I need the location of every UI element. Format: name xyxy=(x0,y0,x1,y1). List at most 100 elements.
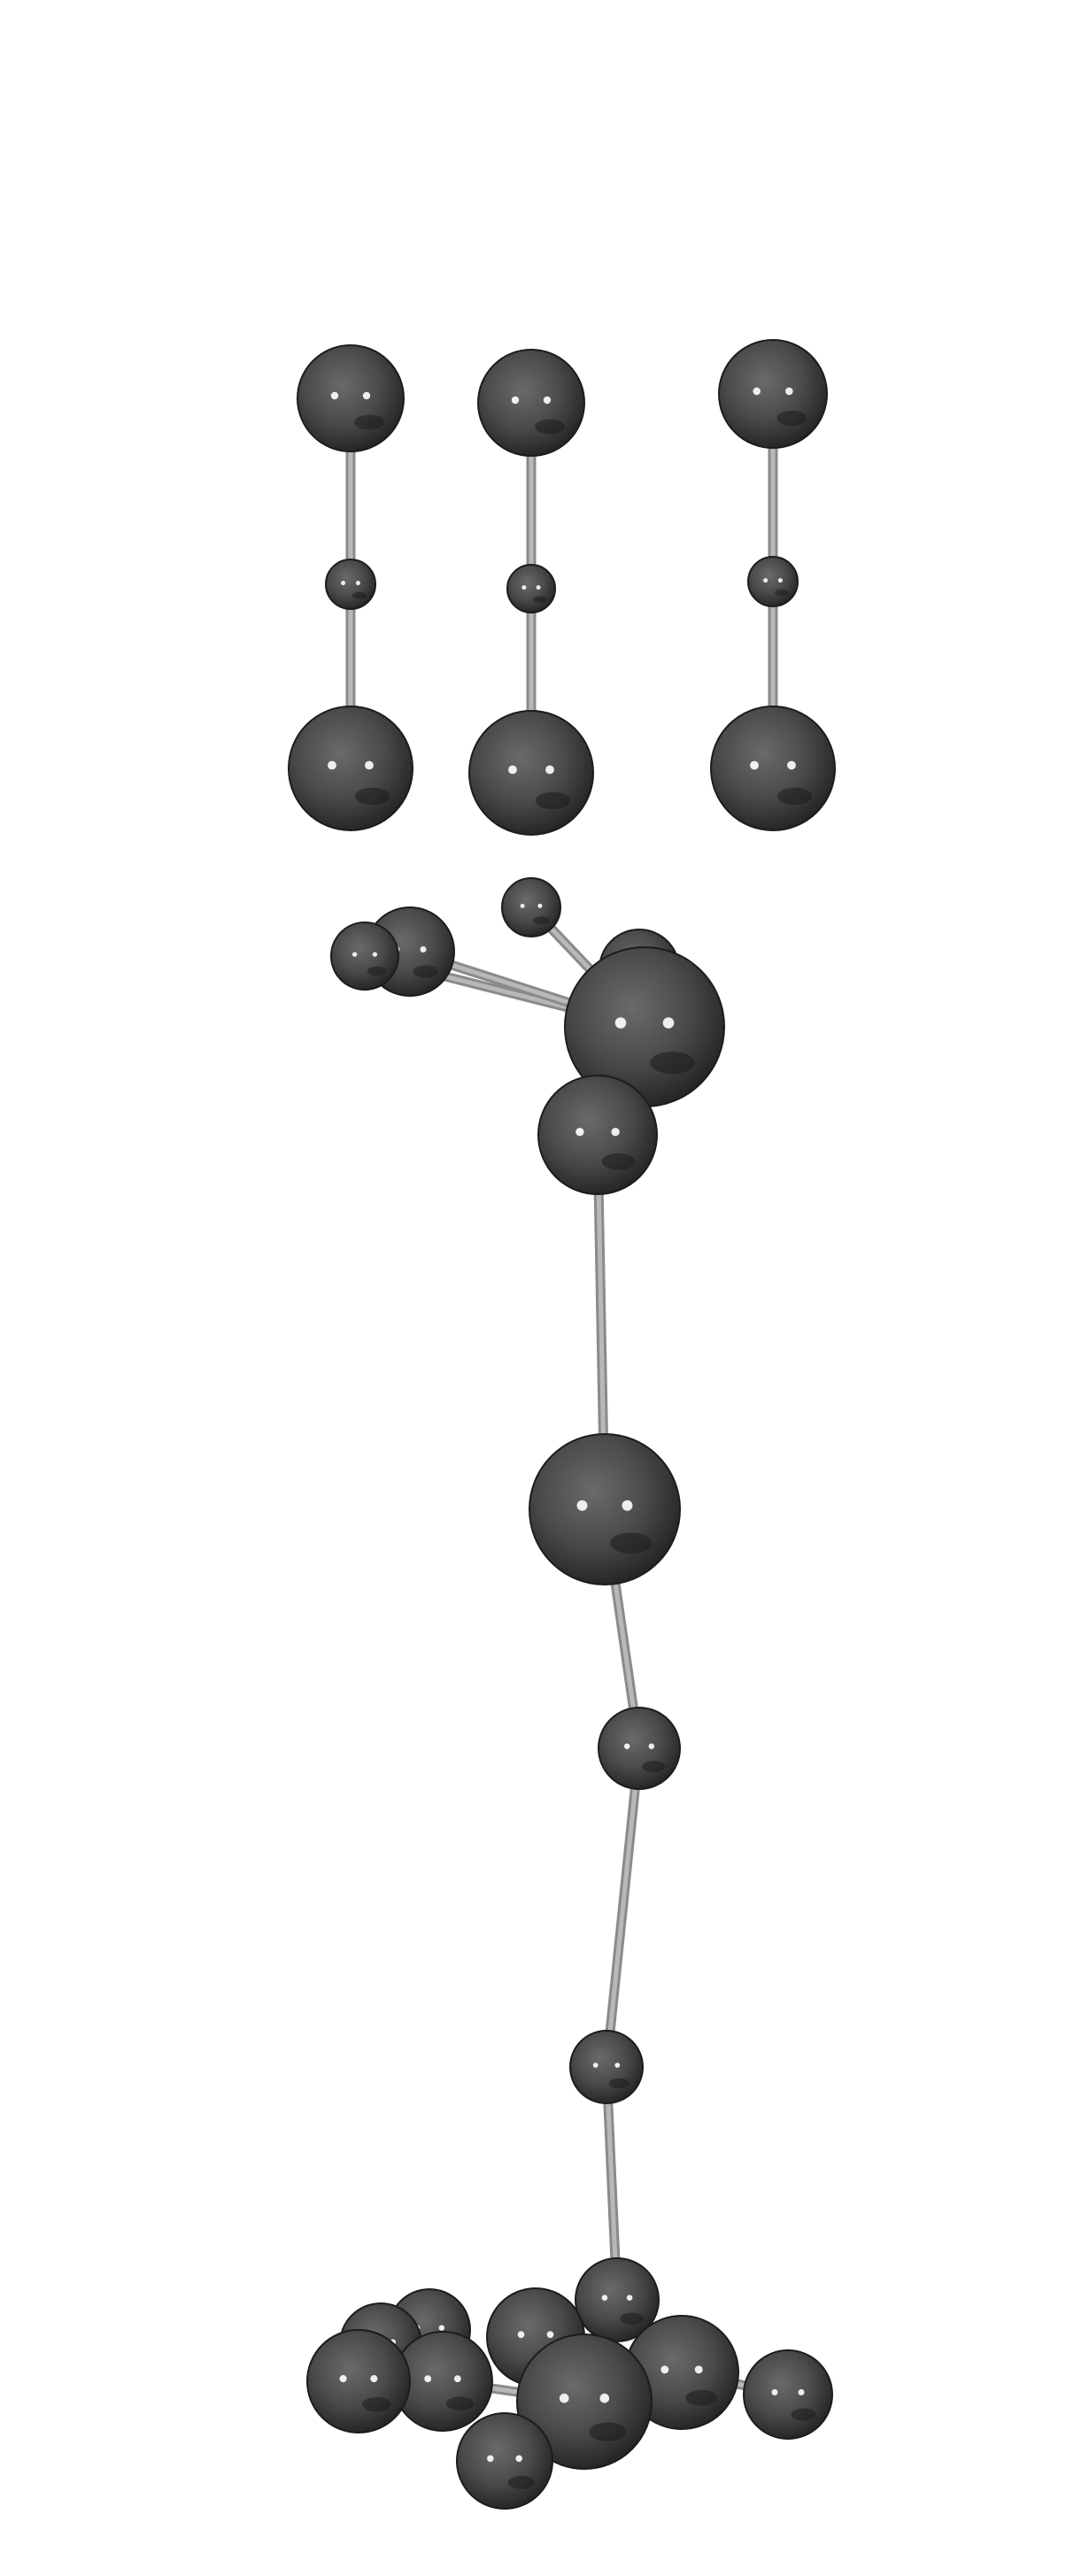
atom-t1 xyxy=(306,2329,411,2433)
atom-layer xyxy=(288,339,836,2510)
atom-highlight-1 xyxy=(753,387,761,396)
atom-h5 xyxy=(537,1075,658,1195)
atom-shadow-spot xyxy=(791,2408,816,2421)
atom-sphere xyxy=(288,706,413,831)
atom-highlight-1 xyxy=(660,2365,669,2374)
atom-highlight-2 xyxy=(622,1500,633,1511)
atom-a1 xyxy=(297,344,405,452)
bond-highlight-s2-s3 xyxy=(604,1746,642,2070)
atom-shadow-spot xyxy=(413,965,438,978)
atom-shadow-spot xyxy=(685,2389,718,2406)
atom-highlight-2 xyxy=(546,2331,554,2339)
atom-sphere xyxy=(325,559,376,610)
atom-highlight-1 xyxy=(559,2393,569,2403)
atom-h4 xyxy=(501,877,561,937)
atom-highlight-2 xyxy=(626,2294,633,2301)
atom-highlight-1 xyxy=(511,396,520,405)
atom-b3 xyxy=(468,710,594,836)
atom-shadow-spot xyxy=(354,414,384,430)
atom-sphere xyxy=(718,339,828,449)
atom-sphere xyxy=(306,2329,411,2433)
atom-highlight-2 xyxy=(370,2375,378,2383)
atom-shadow-spot xyxy=(608,2078,629,2089)
atom-highlight-1 xyxy=(508,765,517,775)
atom-highlight-2 xyxy=(614,2063,621,2068)
atom-shadow-spot xyxy=(445,2396,475,2411)
bond-layer xyxy=(345,389,793,2466)
atom-s1 xyxy=(529,1433,681,1585)
atom-highlight-2 xyxy=(785,387,793,396)
atom-highlight-2 xyxy=(543,396,552,405)
atom-sphere xyxy=(537,1075,658,1195)
atom-t0 xyxy=(575,2257,660,2342)
atom-highlight-1 xyxy=(341,581,346,586)
atom-highlight-2 xyxy=(599,2393,610,2403)
atom-shadow-spot xyxy=(620,2312,644,2325)
atom-shadow-spot xyxy=(367,966,386,976)
atom-highlight-1 xyxy=(328,760,336,770)
atom-highlight-1 xyxy=(592,2063,599,2068)
atom-shadow-spot xyxy=(589,2422,627,2441)
atom-highlight-2 xyxy=(365,760,374,770)
atom-a3 xyxy=(288,706,413,831)
atom-shadow-spot xyxy=(362,2396,391,2412)
atom-sphere xyxy=(747,556,799,607)
atom-highlight-1 xyxy=(330,391,339,400)
atom-shadow-spot xyxy=(642,1761,665,1773)
atom-highlight-2 xyxy=(787,760,796,770)
atom-highlight-2 xyxy=(694,2365,703,2374)
atom-shadow-spot xyxy=(535,419,565,435)
atom-highlight-2 xyxy=(372,952,378,957)
atom-shadow-spot xyxy=(776,787,813,806)
atom-c3 xyxy=(710,706,836,831)
atom-highlight-2 xyxy=(798,2389,805,2395)
atom-shadow-spot xyxy=(354,787,390,806)
atom-highlight-1 xyxy=(763,578,768,583)
atom-h1 xyxy=(330,922,399,991)
atom-highlight-2 xyxy=(536,585,541,590)
atom-highlight-1 xyxy=(601,2294,608,2301)
atom-shadow-spot xyxy=(650,1051,695,1075)
atom-sphere xyxy=(468,710,594,836)
atom-sphere xyxy=(477,349,585,457)
atom-highlight-2 xyxy=(662,1017,675,1029)
atom-highlight-1 xyxy=(623,1743,630,1749)
atom-shadow-spot xyxy=(532,596,547,603)
atom-shadow-spot xyxy=(774,589,789,597)
atom-c1 xyxy=(718,339,828,449)
atom-a2 xyxy=(325,559,376,610)
atom-sphere xyxy=(743,2349,833,2440)
atom-highlight-2 xyxy=(420,946,427,953)
atom-s2 xyxy=(598,1707,681,1790)
atom-b2 xyxy=(506,564,556,613)
atom-highlight-1 xyxy=(351,952,358,957)
atom-highlight-2 xyxy=(537,903,543,908)
atom-highlight-1 xyxy=(517,2331,525,2339)
atom-h3 xyxy=(564,946,725,1107)
atom-sphere xyxy=(569,2030,644,2104)
atom-highlight-1 xyxy=(424,2375,432,2383)
atom-highlight-1 xyxy=(614,1017,627,1029)
atom-b1 xyxy=(477,349,585,457)
atom-t8 xyxy=(743,2349,833,2440)
atom-highlight-2 xyxy=(611,1127,620,1137)
atom-sphere xyxy=(598,1707,681,1790)
atom-sphere xyxy=(710,706,836,831)
atom-shadow-spot xyxy=(609,1532,653,1554)
atom-highlight-1 xyxy=(339,2375,347,2383)
atom-highlight-1 xyxy=(750,760,759,770)
atom-sphere xyxy=(506,564,556,613)
atom-c2 xyxy=(747,556,799,607)
atom-shadow-spot xyxy=(601,1153,636,1170)
atom-t5 xyxy=(516,2333,653,2470)
atom-highlight-1 xyxy=(520,903,525,908)
atom-highlight-1 xyxy=(487,2455,494,2463)
atom-sphere xyxy=(297,344,405,452)
atom-highlight-2 xyxy=(355,581,360,586)
atom-highlight-1 xyxy=(521,585,527,590)
atom-shadow-spot xyxy=(776,410,807,426)
atom-shadow-spot xyxy=(533,916,550,925)
atom-highlight-2 xyxy=(438,2325,445,2331)
atom-highlight-1 xyxy=(771,2389,778,2395)
